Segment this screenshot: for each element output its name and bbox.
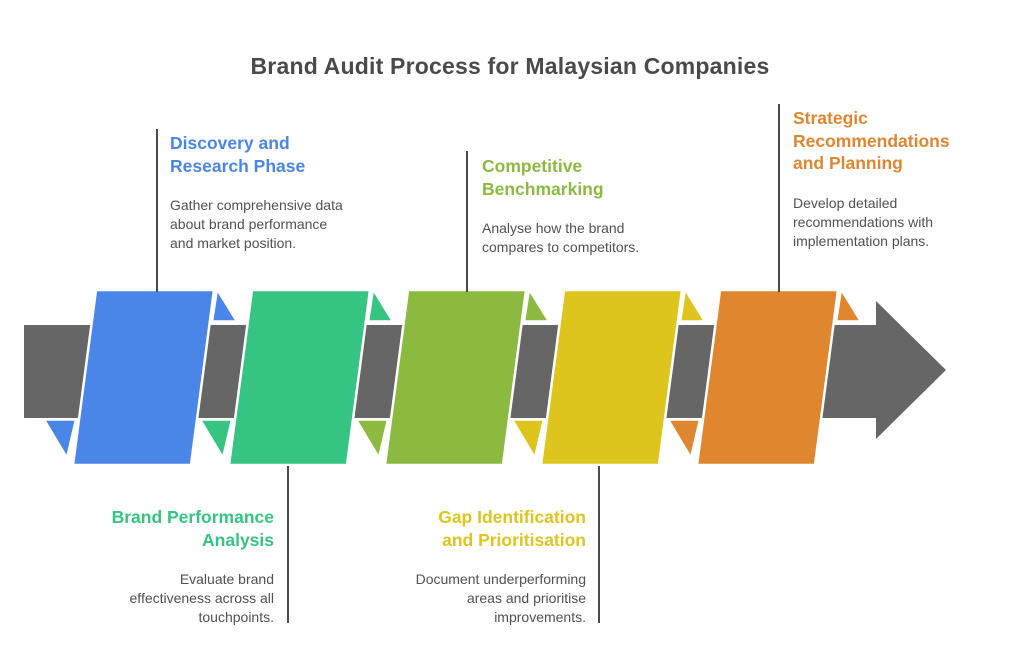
- segment-brand-performance: [197, 285, 396, 467]
- segment-strategic-parallelogram: [695, 288, 840, 467]
- segment-gap-fold-bottom: [509, 418, 546, 462]
- segment-competitive: [353, 285, 552, 467]
- segment-competitive-fold-bottom: [353, 418, 390, 462]
- step-description-brand-performance: Evaluate brand effectiveness across all …: [129, 571, 274, 625]
- segment-discovery-fold-top: [210, 285, 240, 323]
- segment-discovery-fold-bottom: [41, 418, 78, 462]
- step-description-competitive: Analyse how the brand compares to compet…: [482, 220, 640, 255]
- step-label-gap: Gap Identification and Prioritisation Do…: [346, 506, 586, 627]
- step-description-gap: Document underperforming areas and prior…: [415, 571, 586, 625]
- segment-competitive-parallelogram: [383, 288, 528, 467]
- step-heading-brand-performance: Brand Performance Analysis: [111, 507, 274, 550]
- connector-line-discovery: [156, 129, 158, 292]
- step-heading-discovery: Discovery and Research Phase: [170, 133, 306, 176]
- segment-brand-performance-fold-bottom: [197, 418, 234, 462]
- segment-brand-performance-fold-top: [366, 285, 396, 323]
- segment-brand-performance-parallelogram: [227, 288, 372, 467]
- step-heading-gap: Gap Identification and Prioritisation: [438, 507, 586, 550]
- segment-gap-parallelogram: [539, 288, 684, 467]
- step-heading-strategic: Strategic Recommendations and Planning: [793, 108, 950, 173]
- step-description-discovery: Gather comprehensive data about brand pe…: [170, 197, 343, 251]
- connector-line-brand-performance: [287, 466, 289, 623]
- step-description-strategic: Develop detailed recommendations with im…: [793, 194, 934, 249]
- step-label-brand-performance: Brand Performance Analysis Evaluate bran…: [44, 506, 274, 627]
- connector-line-strategic: [778, 104, 780, 292]
- segment-discovery: [41, 285, 240, 467]
- segment-competitive-fold-top: [522, 285, 552, 323]
- step-label-competitive: Competitive Benchmarking Analyse how the…: [482, 155, 682, 257]
- segment-strategic: [665, 285, 864, 467]
- step-label-strategic: Strategic Recommendations and Planning D…: [793, 107, 988, 251]
- segment-strategic-fold-bottom: [665, 418, 702, 462]
- connector-line-competitive: [466, 151, 468, 292]
- segment-gap-fold-top: [678, 285, 708, 323]
- step-label-discovery: Discovery and Research Phase Gather comp…: [170, 132, 375, 253]
- segment-strategic-fold-top: [834, 285, 864, 323]
- segment-gap: [509, 285, 708, 467]
- step-heading-competitive: Competitive Benchmarking: [482, 156, 604, 199]
- connector-line-gap: [598, 466, 600, 623]
- segment-discovery-parallelogram: [71, 288, 216, 467]
- page-title: Brand Audit Process for Malaysian Compan…: [250, 53, 770, 79]
